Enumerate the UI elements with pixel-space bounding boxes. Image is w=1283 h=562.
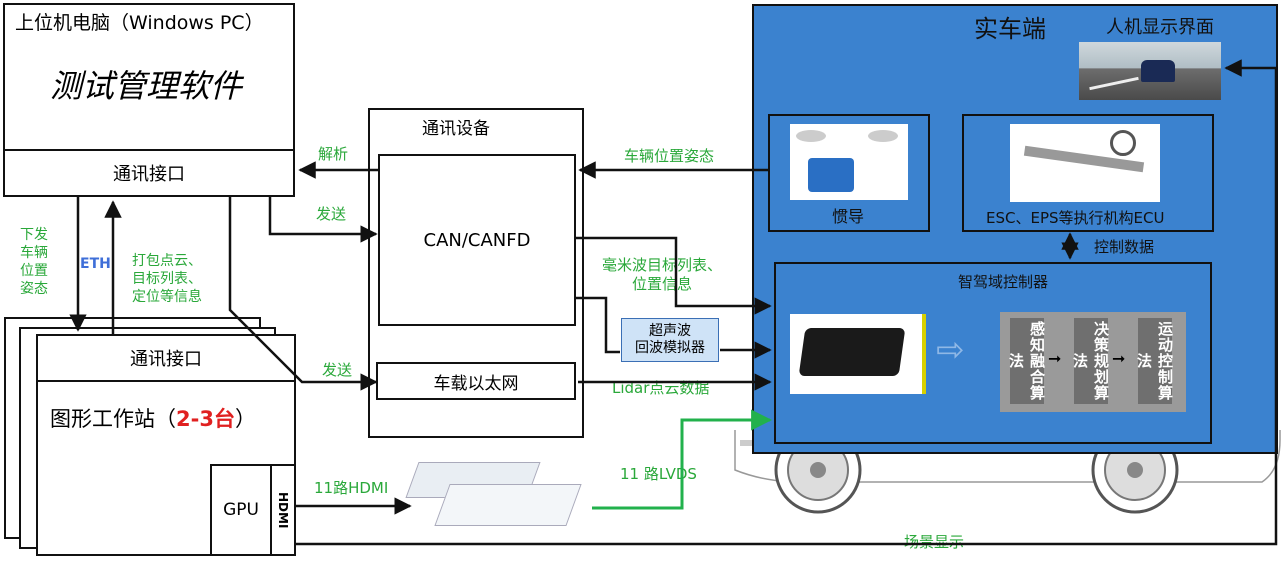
ins-label: 惯导 [832, 207, 865, 226]
algo-arrow-1-icon: ➞ [1048, 349, 1062, 368]
control-data-label: 控制数据 [1094, 238, 1155, 256]
hmi-car-icon [1141, 60, 1175, 82]
hdmi11-label: 11路HDMI [314, 479, 389, 497]
controller-image [790, 314, 926, 394]
pack-info-label: 打包点云、 目标列表、 定位等信息 [132, 253, 202, 305]
algo-arrow-2-icon: ➞ [1112, 349, 1126, 368]
flow-arrow-icon: ⇨ [936, 330, 965, 370]
workstation-comm-interface: 通讯接口 [38, 336, 294, 382]
pc-box: 上位机电脑（Windows PC） 测试管理软件 通讯接口 [3, 3, 295, 197]
gpu-box: GPU [210, 464, 272, 556]
actuators-image [1010, 124, 1160, 202]
algo-perception: 感知融合算法 [1007, 318, 1046, 404]
software-title: 测试管理软件 [50, 67, 243, 105]
hdmi-port: HDMI [270, 464, 296, 556]
down-pose-label: 下发 车辆 位置 姿态 [20, 227, 48, 297]
algorithm-panel: 感知融合算法 ➞ 决策规划算法 ➞ 运动控制算法 [1000, 312, 1186, 412]
pc-comm-interface: 通讯接口 [3, 149, 295, 197]
radar-label: 毫米波目标列表、 位置信息 [602, 256, 723, 293]
ins-image [790, 124, 908, 200]
workstation-count: 2-3台 [176, 407, 235, 431]
send-label-1: 发送 [316, 205, 347, 223]
eth-label: ETH [80, 256, 111, 272]
parse-label: 解析 [318, 145, 349, 163]
vehicle-panel: 实车端 人机显示界面 惯导 ESC、EPS等执行机构ECU 控制数据 [752, 4, 1278, 454]
workstation-box: 通讯接口 图形工作站（2-3台） GPU HDMI [36, 334, 296, 556]
actuators-label: ESC、EPS等执行机构ECU [986, 209, 1165, 227]
lidar-label: Lidar点云数据 [612, 379, 710, 397]
ultrasonic-simulator: 超声波 回波模拟器 [621, 318, 719, 362]
algo-control: 运动控制算法 [1135, 318, 1174, 404]
hmi-label: 人机显示界面 [1106, 17, 1214, 38]
comm-device-box: 通讯设备 CAN/CANFD 车载以太网 [368, 108, 584, 438]
domain-controller-box: 智驾域控制器 ⇨ 感知融合算法 ➞ 决策规划算法 ➞ 运动控制算法 [774, 262, 1212, 444]
gnss-antenna-icon-2 [868, 130, 898, 142]
lvds11-label: 11 路LVDS [620, 465, 697, 483]
comm-device-title: 通讯设备 [422, 119, 490, 139]
send-label-2: 发送 [322, 361, 353, 379]
domain-controller-label: 智驾域控制器 [958, 273, 1049, 291]
converter-unit-icon-2 [434, 484, 582, 526]
algo-planning: 决策规划算法 [1071, 318, 1110, 404]
vehicle-title: 实车端 [974, 15, 1046, 43]
actuators-box: ESC、EPS等执行机构ECU [962, 114, 1214, 232]
scene-display-label: 场景显示 [896, 534, 973, 551]
hmi-screen-image [1079, 42, 1221, 100]
ethernet-box: 车载以太网 [376, 362, 576, 400]
gnss-antenna-icon [796, 130, 826, 142]
can-box: CAN/CANFD [378, 154, 576, 326]
hdmi-lvds-converter-image [405, 462, 584, 532]
ins-box: 惯导 [768, 114, 930, 232]
imu-device-icon [808, 158, 854, 192]
steering-wheel-icon [1110, 130, 1136, 156]
ecu-device-icon [798, 328, 906, 376]
pc-title: 上位机电脑（Windows PC） [15, 12, 264, 34]
vehicle-pose-label: 车辆位置姿态 [624, 147, 715, 165]
workstation-title: 图形工作站（2-3台） [50, 407, 256, 431]
road-line-icon [1089, 76, 1139, 91]
